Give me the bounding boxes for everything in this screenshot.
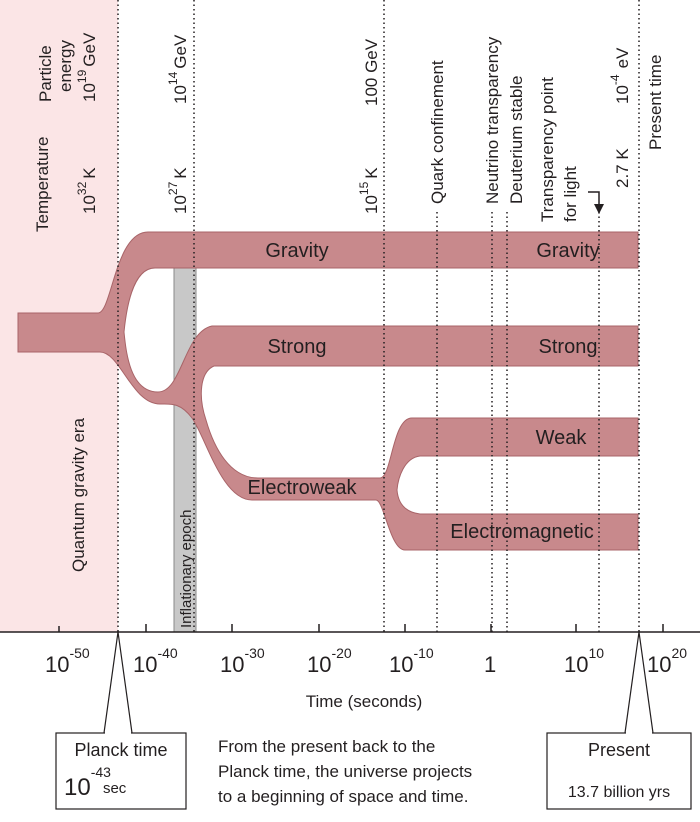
planck-time-title: Planck time <box>74 740 167 760</box>
axis-tick-labels: 10-50 10-40 10-30 10-20 10-10 1 1010 102… <box>45 645 687 677</box>
svg-text:1032K: 1032K <box>75 167 99 214</box>
tick-label: 10-40 <box>133 645 178 677</box>
electromagnetic-label: Electromagnetic <box>450 521 593 543</box>
gravity-label-left: Gravity <box>265 240 328 262</box>
tick-label: 1020 <box>647 645 687 677</box>
present-title: Present <box>588 740 650 760</box>
particle-energy-header-line2: energy <box>56 40 75 92</box>
svg-text:1014GeV: 1014GeV <box>166 34 190 104</box>
svg-text:1019GeV: 1019GeV <box>75 32 99 102</box>
force-bands <box>17 231 639 551</box>
quantum-gravity-era-label: Quantum gravity era <box>69 417 88 572</box>
energy-1: 1019GeV <box>75 32 99 102</box>
tick-label: 1010 <box>564 645 604 677</box>
axis-ticks <box>58 624 664 632</box>
deuterium-stable-label: Deuterium stable <box>507 75 526 204</box>
neutrino-transparency-label: Neutrino transparency <box>483 36 502 204</box>
unified-to-gravity-band <box>17 231 639 551</box>
strong-label-right: Strong <box>539 336 598 358</box>
axis-label: Time (seconds) <box>306 692 423 711</box>
caption-line: to a beginning of space and time. <box>218 787 468 806</box>
electroweak-label: Electroweak <box>248 477 358 499</box>
event-lines <box>117 0 640 632</box>
inflationary-epoch-label: Inflationary epoch <box>178 510 195 628</box>
temperature-1: 1032K <box>75 167 99 214</box>
temperature-4: 2.7 K <box>613 148 632 188</box>
particle-energy-header-line1: Particle <box>36 45 55 102</box>
svg-text:1027K: 1027K <box>166 167 190 214</box>
caption-line: From the present back to the <box>218 737 435 756</box>
svg-text:1015K: 1015K <box>357 167 381 214</box>
tick-label: 10-20 <box>307 645 352 677</box>
gravity-label-right: Gravity <box>536 240 599 262</box>
tick-label: 1 <box>484 652 496 677</box>
temperature-header: Temperature <box>33 137 52 232</box>
energy-3: 100 GeV <box>362 38 381 106</box>
quark-confinement-label: Quark confinement <box>428 60 447 204</box>
temperature-2: 1027K <box>166 167 190 214</box>
transparency-arrow-icon <box>588 191 604 214</box>
tick-label: 10-10 <box>389 645 434 677</box>
present-value: 13.7 billion yrs <box>568 784 670 801</box>
for-light-label: for light <box>561 166 580 222</box>
present-callout: Present 13.7 billion yrs <box>546 631 692 810</box>
tick-label: 10-50 <box>45 645 90 677</box>
transparency-point-label: Transparency point <box>538 77 557 222</box>
caption: From the present back to the Planck time… <box>218 737 472 806</box>
present-time-label: Present time <box>646 55 665 150</box>
svg-text:10-4eV: 10-4eV <box>608 47 632 104</box>
energy-4: 10-4eV <box>608 47 632 104</box>
energy-2: 1014GeV <box>166 34 190 104</box>
weak-label: Weak <box>536 427 588 449</box>
tick-label: 10-30 <box>220 645 265 677</box>
temperature-3: 1015K <box>357 167 381 214</box>
strong-label-left: Strong <box>268 336 327 358</box>
caption-line: Planck time, the universe projects <box>218 762 472 781</box>
